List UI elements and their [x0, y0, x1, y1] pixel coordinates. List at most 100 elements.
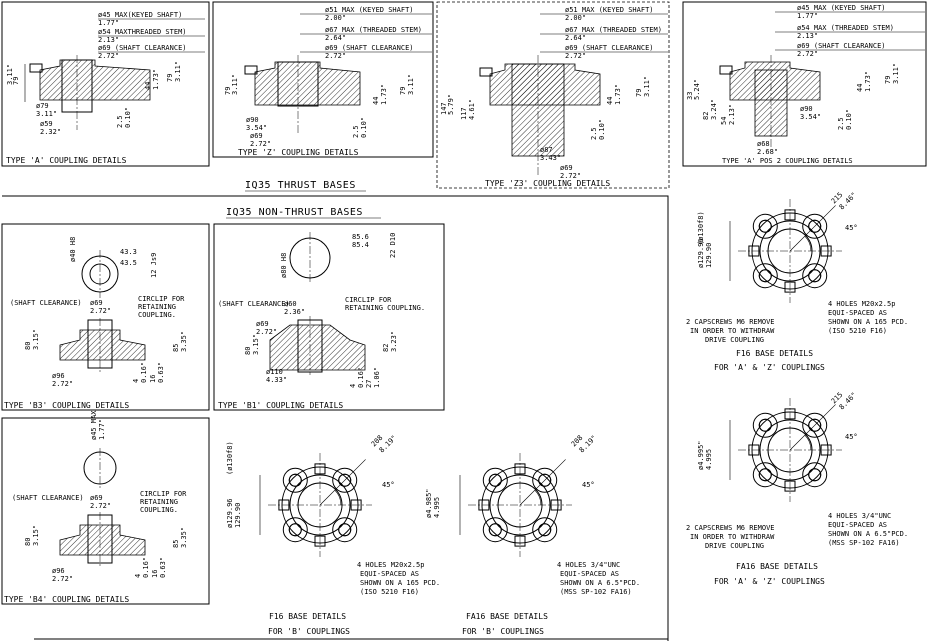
type-b4-circlip3: COUPLING.: [140, 506, 178, 514]
flange-lobe: [802, 263, 828, 289]
frame-type-z3: [436, 1, 670, 189]
type-b1-h1: 80: [244, 347, 252, 355]
type-a-pos2-h3: 54: [720, 117, 728, 125]
frame-type-b1: [213, 223, 445, 411]
flange-diag-dim: [519, 459, 566, 506]
type-b4-h4i: 0.63": [159, 557, 167, 578]
fa16-right-sub: FOR 'A' & 'Z' COUPLINGS: [714, 577, 825, 586]
f16-b-dia2: 129.90: [234, 503, 242, 528]
type-b1-top3: 22 D10: [389, 233, 397, 258]
type-a-bolt: [29, 63, 43, 73]
type-b4-detail: ø45 MAX 1.77" (SHAFT CLEARANCE) ø69 2.72…: [4, 410, 188, 604]
flange-lobe: [532, 517, 558, 543]
flange-bolt-hole-top: [338, 473, 352, 487]
type-z3-h4: 79: [635, 89, 643, 97]
type-b3-h3i: 0.16": [140, 362, 148, 383]
flange-lobe: [752, 462, 778, 488]
flange-diag-dim: [319, 459, 366, 506]
type-z-h1: 79: [224, 87, 232, 95]
type-b1-top1: 85.6: [352, 233, 369, 241]
type-z3-d3i: 2.72": [565, 52, 586, 60]
type-a-pos2-caption: TYPE 'A' POS 2 COUPLING DETAILS: [722, 157, 853, 165]
type-z-d3: ø69 (SHAFT CLEARANCE): [325, 44, 414, 52]
type-b1-clear: (SHAFT CLEARANCE): [218, 300, 290, 308]
type-b4-circlip: CIRCLIP FOR: [140, 490, 187, 498]
type-a-pos2-d2: ø54 MAX (THREADED STEM): [797, 24, 894, 32]
type-b4-h1i: 3.15": [32, 525, 40, 546]
f16-b-title: F16 BASE DETAILS: [269, 612, 346, 621]
type-z-d4i: 3.54": [246, 124, 267, 132]
type-a-pos2-h2i: 3.24": [710, 99, 718, 120]
type-b4-d2i: 2.72": [52, 575, 73, 583]
f16-b-labels: (ø130f8) ø129.96 129.90 208 8.19" 45° 4 …: [226, 434, 440, 636]
type-z3-d3: ø69 (SHAFT CLEARANCE): [565, 44, 654, 52]
type-z3-h3: 44: [606, 97, 614, 105]
type-b4-top1i: 1.77": [98, 419, 106, 440]
fa16-right-holes4: (MSS SP-102 FA16): [828, 539, 900, 547]
type-a-detail: ø45 MAX(KEYED SHAFT) 1.77" ø54 MAXTHREAD…: [6, 11, 205, 165]
type-z-d1i: 2.00": [325, 14, 346, 22]
frame-non-thrust: [2, 195, 669, 641]
type-b3-h4i: 0.63": [157, 362, 165, 383]
type-z-h1i: 3.11": [231, 74, 239, 95]
type-b4-d1i: 2.72": [90, 502, 111, 510]
type-a-pos2-d1: ø45 MAX (KEYED SHAFT): [797, 4, 886, 12]
flange-lug: [820, 444, 832, 456]
type-a-pos2-h4i: 1.73": [864, 71, 872, 92]
type-z-d1: ø51 MAX (KEYED SHAFT): [325, 6, 414, 14]
type-b4-h2: 85: [172, 540, 180, 548]
flange-lobe: [282, 517, 308, 543]
type-b4-top1: ø45 MAX: [90, 410, 98, 440]
flange-lug: [314, 535, 326, 547]
type-z-d2i: 2.64": [325, 34, 346, 42]
type-b3-h1i: 3.15": [32, 329, 40, 350]
type-b1-h3: 4: [349, 384, 357, 388]
type-b4-h3i: 0.16": [142, 557, 150, 578]
type-z-d5i: 2.72": [250, 140, 271, 148]
type-b3-d1: ø69: [90, 299, 103, 307]
f16-right-holes2: EQUI-SPACED AS: [828, 309, 887, 317]
flange-lobe: [482, 517, 508, 543]
type-z3-caption: TYPE 'Z3' COUPLING DETAILS: [485, 179, 610, 188]
frame-type-b4: [1, 417, 210, 605]
flange-lug: [784, 480, 796, 492]
type-z3-d1i: 2.00": [565, 14, 586, 22]
non-thrust-bases-title: IQ35 NON-THRUST BASES: [226, 207, 363, 218]
f16-right-holes4: (ISO 5210 F16): [828, 327, 887, 335]
fa16-right-holes2: EQUI-SPACED AS: [828, 521, 887, 529]
fa16-right-holes1: 4 HOLES 3/4"UNC: [828, 512, 891, 520]
type-a-h3i: 0.10": [124, 107, 132, 128]
type-b3-top1: ø40 H8: [69, 237, 77, 262]
flange-bolt-hole-top: [808, 468, 822, 482]
flange-bolt-hole-top: [488, 473, 502, 487]
f16-b-holes3: SHOWN ON A 165 PCD.: [360, 579, 440, 587]
type-b1-h2: 82: [382, 344, 390, 352]
f16-right-screw3: DRIVE COUPLING: [705, 336, 764, 344]
type-z3-d2: ø67 MAX (THREADED STEM): [565, 26, 662, 34]
flange-bolt-hole-top: [538, 523, 552, 537]
type-b1-d2: ø69: [256, 320, 269, 328]
type-z3-detail: ø51 MAX (KEYED SHAFT) 2.00" ø67 MAX (THR…: [440, 6, 668, 188]
type-z-d4: ø90: [246, 116, 259, 124]
type-z3-bolt: [479, 67, 493, 77]
f16-right-angle: 45°: [845, 224, 858, 232]
fa16-b-holes3: SHOWN ON A 6.5"PCD.: [560, 579, 640, 587]
fa16-right-screw2: IN ORDER TO WITHDRAW: [690, 533, 775, 541]
type-a-d3i: 2.72": [98, 52, 119, 60]
fa16-right-holes3: SHOWN ON A 6.5"PCD.: [828, 530, 908, 538]
type-b1-h3i: 0.16": [357, 367, 365, 388]
flange-lug: [514, 535, 526, 547]
fa16-b-holes4: (MSS SP-102 FA16): [560, 588, 632, 596]
flange-diag-dim: [789, 205, 836, 252]
type-z3-h1: 147: [440, 102, 448, 115]
type-b3-h3: 4: [132, 379, 140, 383]
type-a-h2: 44: [144, 82, 152, 90]
type-b1-d3: ø110: [266, 368, 283, 376]
fa16-b-sub: FOR 'B' COUPLINGS: [462, 627, 544, 636]
flange-lobe: [802, 412, 828, 438]
f16-right-screw2: IN ORDER TO WITHDRAW: [690, 327, 775, 335]
type-a-pos2-h2: 82: [702, 112, 710, 120]
type-b4-d1: ø69: [90, 494, 103, 502]
type-b4-clear: (SHAFT CLEARANCE): [12, 494, 84, 502]
f16-b-dia3: (ø130f8): [226, 441, 234, 475]
